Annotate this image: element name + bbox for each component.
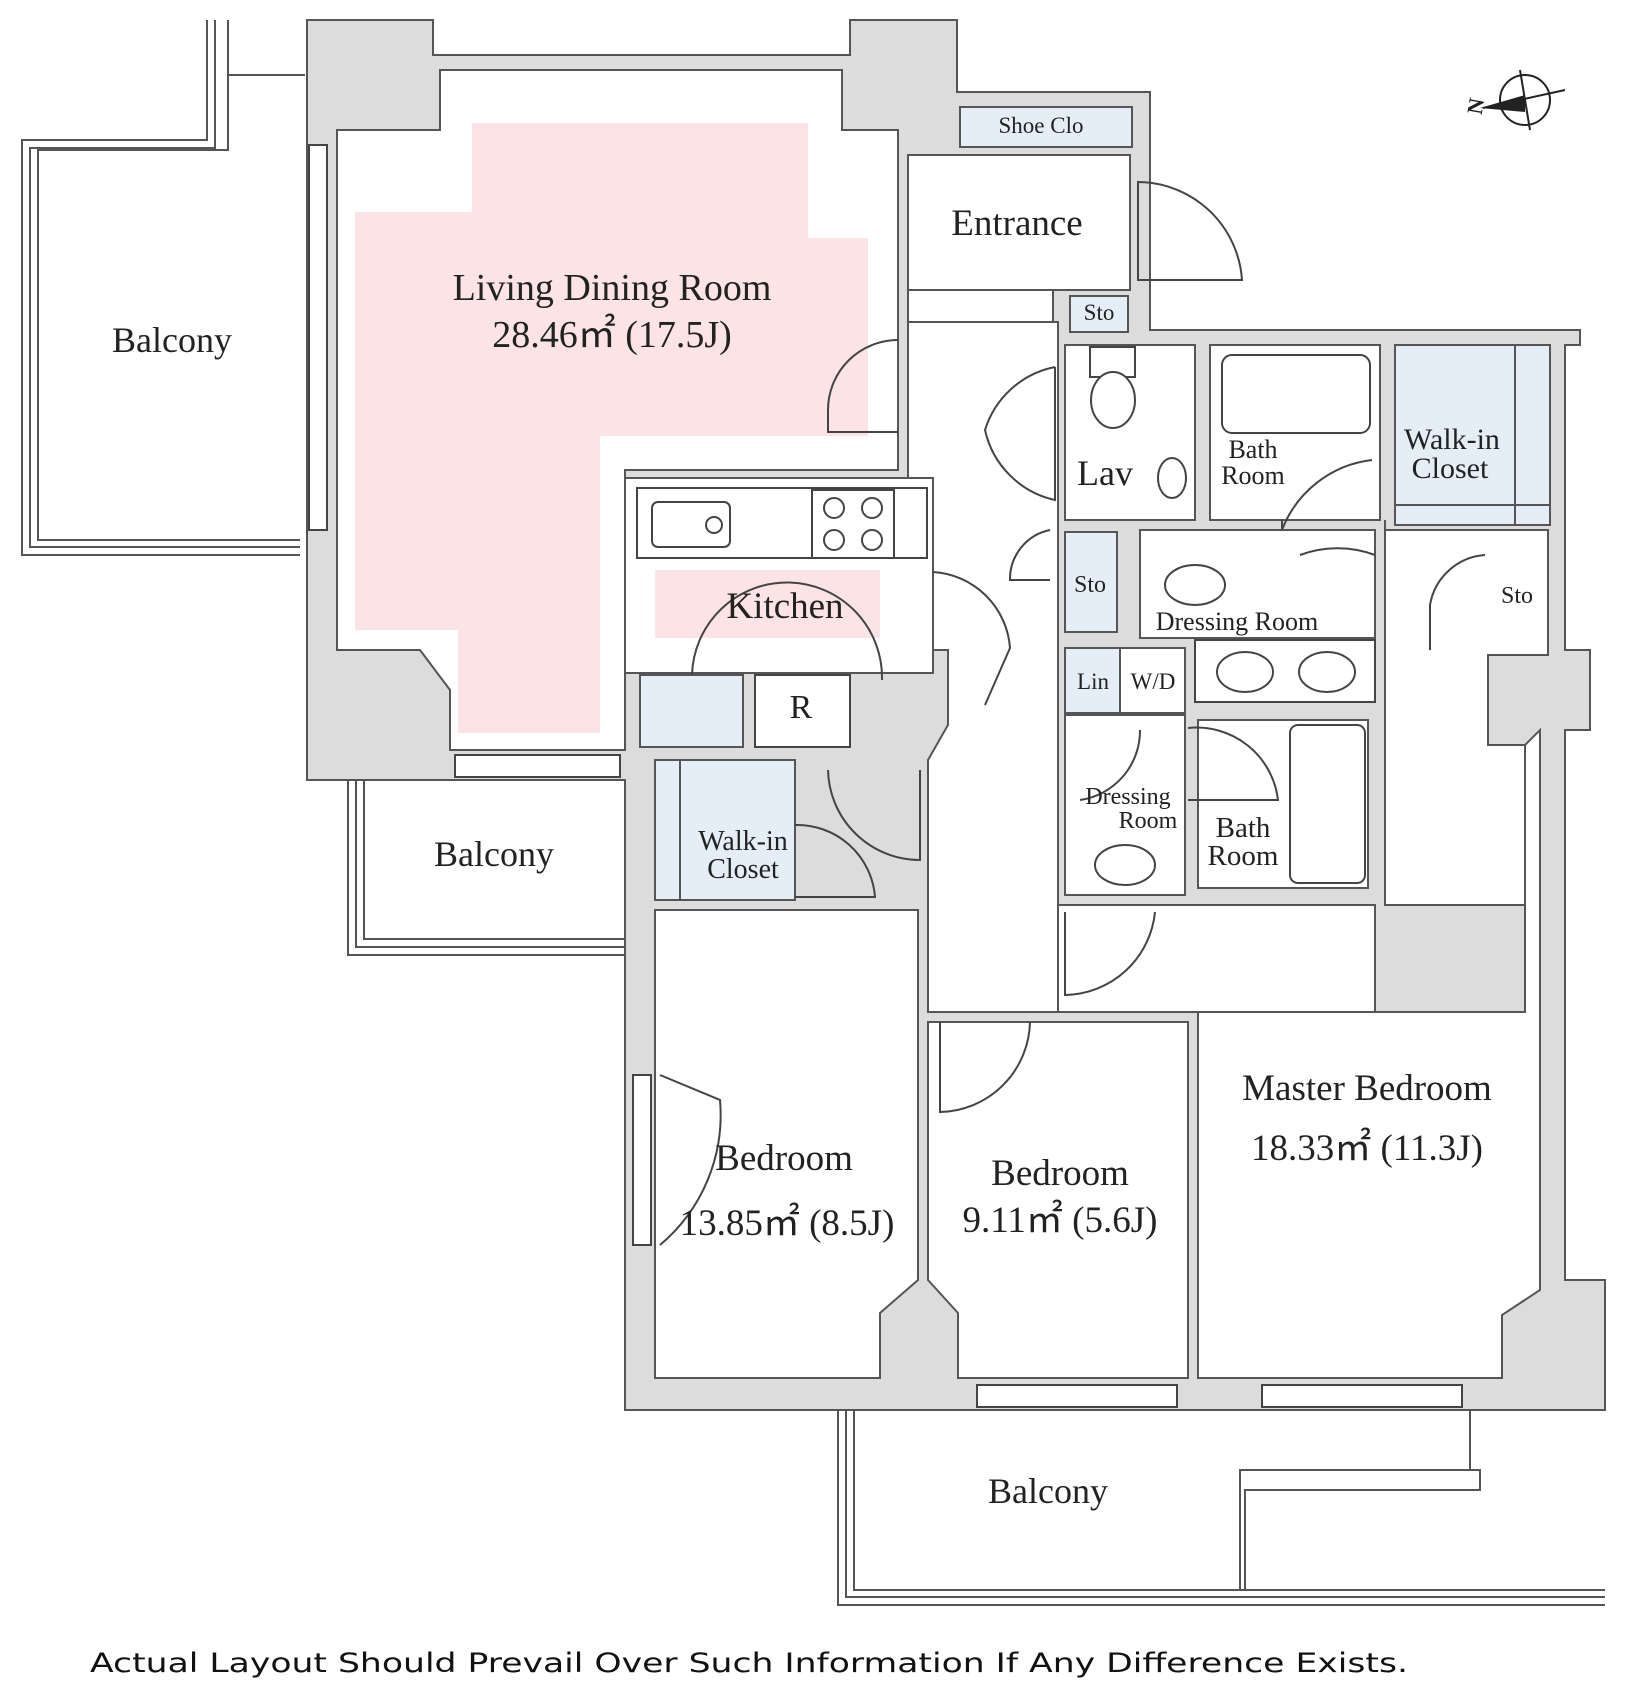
- laundry: [1064, 647, 1186, 714]
- ldr-area: 28.46㎡ (17.5J): [492, 314, 732, 356]
- windows: [308, 144, 1463, 1408]
- storage-hall-label: Sto: [1074, 572, 1106, 598]
- dressing-upper-label: Dressing Room: [1156, 607, 1319, 636]
- stove-icon: [811, 489, 895, 559]
- compass-north-label: N: [1462, 96, 1489, 116]
- lin-label: Lin: [1077, 669, 1109, 694]
- wd-label: W/D: [1131, 669, 1176, 694]
- kitchen-label: Kitchen: [726, 586, 843, 627]
- storage-hall: [1064, 531, 1118, 633]
- bath-lower-label-1: Bath: [1216, 812, 1271, 844]
- balcony-middle-label: Balcony: [434, 834, 554, 874]
- storage-entrance: [1069, 295, 1129, 333]
- balcony-bottom-label: Balcony: [988, 1471, 1108, 1511]
- basin-icon: [1216, 651, 1274, 693]
- dressing-lower-label-2: Room: [1119, 808, 1178, 834]
- lav-label: Lav: [1077, 453, 1133, 493]
- ldr-name: Living Dining Room: [453, 267, 772, 309]
- balcony-left: [21, 20, 305, 556]
- lavatory: [1064, 344, 1196, 521]
- basin-icon: [1094, 844, 1156, 886]
- bedroom1-name: Bedroom: [715, 1138, 853, 1179]
- basin-icon: [1298, 651, 1356, 693]
- bedroom1-area: 13.85㎡ (8.5J): [680, 1201, 895, 1244]
- toilet-icon: [1164, 564, 1226, 606]
- storage-right-label: Sto: [1501, 583, 1533, 609]
- walkin-middle-label-2: Closet: [707, 854, 779, 885]
- walkin-closet-middle: [654, 759, 796, 901]
- dressing-lower-label-1: Dressing: [1085, 784, 1170, 810]
- balcony-bottom: [837, 1410, 1605, 1606]
- bath-upper-label-1: Bath: [1228, 435, 1277, 464]
- bath-upper-label-2: Room: [1221, 461, 1285, 490]
- master-area: 18.33㎡ (11.3J): [1251, 1126, 1483, 1169]
- bedroom-2: [927, 1021, 1189, 1379]
- walkin-closet-upper: [1394, 344, 1551, 526]
- shoe-closet-label: Shoe Clo: [999, 113, 1084, 138]
- bathtub-icon: [1289, 724, 1366, 884]
- bathroom-upper: [1209, 344, 1381, 521]
- storage-entrance-label: Sto: [1084, 300, 1115, 325]
- sink-icon: [651, 501, 731, 548]
- compass-icon: N: [1462, 69, 1566, 131]
- master-name: Master Bedroom: [1242, 1068, 1492, 1109]
- master-bedroom: [1057, 520, 1549, 1379]
- kitchen: [624, 477, 934, 748]
- fridge-label: R: [790, 689, 813, 726]
- ldr-highlight: [355, 123, 868, 733]
- walkin-middle-label-1: Walk-in: [698, 826, 788, 857]
- disclaimer: Actual Layout Should Prevail Over Such I…: [90, 1648, 1408, 1679]
- entrance-label: Entrance: [951, 203, 1082, 244]
- fridge-icon: [754, 674, 851, 748]
- balcony-middle: [347, 780, 625, 956]
- bedroom2-area: 9.11㎡ (5.6J): [963, 1198, 1158, 1241]
- living-dining-room: [336, 69, 899, 751]
- bathtub-icon: [1221, 354, 1371, 434]
- shoe-closet: [959, 106, 1133, 148]
- dressing-bath-lower: [1064, 714, 1369, 896]
- balcony-left-label: Balcony: [112, 320, 232, 360]
- walkin-upper-label-1: Walk-in: [1404, 423, 1500, 456]
- toilet-icon: [1090, 371, 1136, 429]
- entrance-area: [907, 106, 1133, 333]
- bath-lower-label-2: Room: [1208, 840, 1279, 872]
- door-swings: [659, 180, 1486, 1246]
- bedroom2-name: Bedroom: [991, 1153, 1129, 1194]
- walkin-upper-label-2: Closet: [1412, 452, 1489, 485]
- bedroom-1: [654, 909, 919, 1379]
